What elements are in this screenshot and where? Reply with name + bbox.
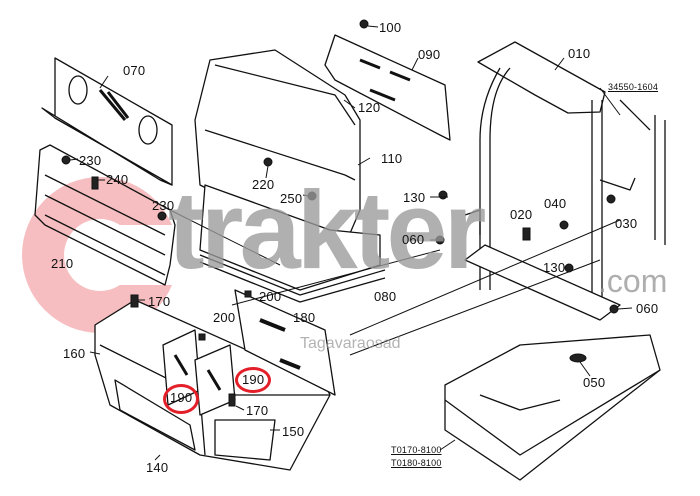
- part-label-150[interactable]: 150: [282, 424, 305, 439]
- bolt-100-icon: [359, 19, 369, 29]
- part-label-180[interactable]: 180: [293, 310, 316, 325]
- nut-060b-icon: [609, 304, 619, 314]
- watermark-brand: trakter: [168, 169, 486, 292]
- clip-230b-icon: [157, 211, 167, 221]
- part-label-080[interactable]: 080: [374, 289, 397, 304]
- highlight-circle-190b: [235, 367, 271, 393]
- part-label-220[interactable]: 220: [252, 177, 275, 192]
- part-label-240[interactable]: 240: [106, 172, 129, 187]
- part-label-090[interactable]: 090: [418, 47, 441, 62]
- part-label-120[interactable]: 120: [358, 100, 381, 115]
- part-label-100[interactable]: 100: [379, 20, 402, 35]
- part-label-050[interactable]: 050: [583, 375, 606, 390]
- part-label-170a[interactable]: 170: [148, 294, 171, 309]
- part-label-200b[interactable]: 200: [213, 310, 236, 325]
- part-label-130b[interactable]: 130: [543, 260, 566, 275]
- part-label-030[interactable]: 030: [615, 216, 638, 231]
- ref-t0180-8100[interactable]: T0180-8100: [391, 458, 442, 468]
- part-label-060a[interactable]: 060: [402, 232, 425, 247]
- bolt-240-icon: [91, 176, 99, 190]
- part-label-110[interactable]: 110: [381, 151, 403, 166]
- part-label-230b[interactable]: 230: [152, 198, 175, 213]
- part-label-040[interactable]: 040: [544, 196, 567, 211]
- clip-200a-icon: [244, 290, 252, 298]
- part-label-020[interactable]: 020: [510, 207, 533, 222]
- bushing-050-icon: [569, 353, 587, 363]
- clip-200b-icon: [198, 333, 206, 341]
- side-panel-34550-1604: [619, 99, 666, 245]
- leader-lines: [169, 209, 621, 356]
- frame-010: [464, 41, 636, 321]
- hood-110: [194, 49, 386, 303]
- panel-090: [324, 34, 451, 141]
- ref-34550-1604[interactable]: 34550-1604: [608, 82, 659, 92]
- part-label-160[interactable]: 160: [63, 346, 86, 361]
- nut-130b-icon: [564, 263, 574, 273]
- highlight-circle-190a: [163, 384, 199, 414]
- bolt-170b-icon: [228, 393, 236, 407]
- part-label-200a[interactable]: 200: [259, 289, 282, 304]
- bolt-020-icon: [522, 227, 531, 241]
- watermark-subtitle: Tagavaraosad: [300, 335, 401, 352]
- bolt-170a-icon: [130, 294, 139, 308]
- part-label-250[interactable]: 250: [280, 191, 303, 206]
- part-label-210[interactable]: 210: [51, 256, 74, 271]
- nut-220-icon: [263, 157, 273, 167]
- nut-030-icon: [606, 194, 616, 204]
- part-label-170b[interactable]: 170: [246, 403, 269, 418]
- plate-180: [234, 289, 336, 396]
- part-label-130a[interactable]: 130: [403, 190, 426, 205]
- part-label-060b[interactable]: 060: [636, 301, 659, 316]
- part-label-140[interactable]: 140: [146, 460, 169, 475]
- watermark-domain: .com: [598, 263, 668, 299]
- panel-070: [41, 57, 173, 186]
- ref-t0170-8100[interactable]: T0170-8100: [391, 445, 442, 455]
- grille-210: [34, 144, 176, 286]
- part-label-010[interactable]: 010: [568, 46, 591, 61]
- bolt-040-icon: [559, 220, 569, 230]
- part-label-230a[interactable]: 230: [79, 153, 102, 168]
- part-label-070[interactable]: 070: [123, 63, 146, 78]
- chassis-t0170-8100: [444, 334, 661, 481]
- clip-230a-icon: [61, 155, 71, 165]
